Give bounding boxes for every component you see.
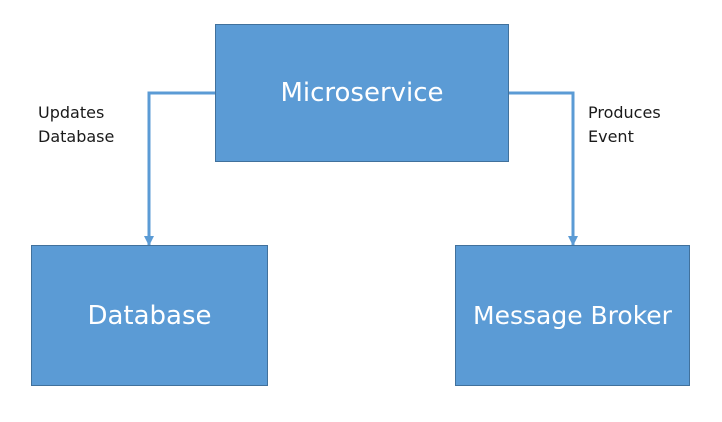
edge-label-line: Updates [38,103,105,122]
connector-microservice-to-database [144,91,215,246]
microservice-label: Microservice [280,78,444,108]
microservice-node: Microservice [215,24,509,162]
edge-label-produces-event: Produces Event [588,101,661,149]
connector-microservice-to-message-broker [509,91,578,246]
edge-label-line: Event [588,127,634,146]
message-broker-node: Message Broker [455,245,690,386]
database-node: Database [31,245,268,386]
edge-label-updates-database: Updates Database [38,101,114,149]
message-broker-label: Message Broker [473,301,672,330]
edge-label-line: Database [38,127,115,146]
database-label: Database [87,300,212,331]
edge-label-line: Produces [588,103,661,122]
